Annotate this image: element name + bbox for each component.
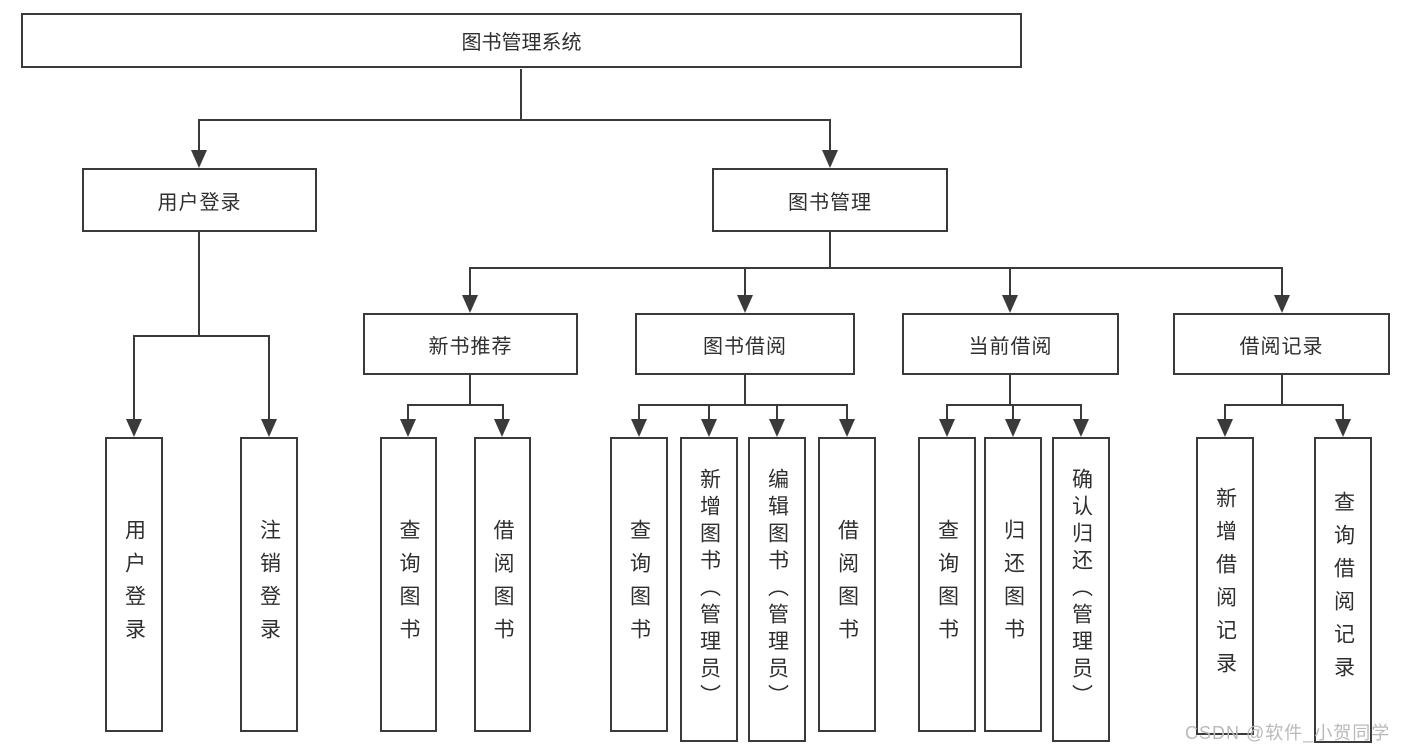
- connector-line: [1009, 375, 1011, 406]
- arrowhead-down: [737, 295, 753, 313]
- connector-line: [502, 404, 504, 421]
- arrowhead-down: [1274, 295, 1290, 313]
- arrowhead-down: [1073, 419, 1089, 437]
- leaf-borrow-books-recommend: 借阅图书: [474, 437, 531, 732]
- node-borrowing-records: 借阅记录: [1173, 313, 1390, 375]
- leaf-confirm-return-admin: 确认归还（管理员）: [1052, 437, 1110, 742]
- leaf-add-book-admin: 新增图书（管理员）: [680, 437, 738, 742]
- arrowhead-down: [126, 419, 142, 437]
- connector-line: [198, 232, 200, 337]
- node-label: 用户登录: [157, 191, 242, 214]
- connector-line: [638, 404, 640, 421]
- arrowhead-down: [839, 419, 855, 437]
- node-label: 确认归还（管理员）: [1069, 468, 1093, 711]
- arrowhead-down: [494, 419, 510, 437]
- connector-line: [407, 404, 409, 421]
- arrowhead-down: [1335, 419, 1351, 437]
- leaf-query-books-recommend: 查询图书: [380, 437, 437, 732]
- node-label: 图书管理系统: [461, 32, 582, 54]
- leaf-return-books: 归还图书: [984, 437, 1042, 732]
- leaf-query-borrow-record: 查询借阅记录: [1314, 437, 1372, 743]
- connector-line: [198, 119, 200, 152]
- connector-line: [1281, 375, 1283, 406]
- node-label: 新书推荐: [428, 335, 513, 358]
- connector-line: [133, 335, 135, 420]
- connector-line: [638, 404, 848, 406]
- connector-line: [469, 375, 471, 406]
- node-label: 查询图书: [935, 518, 959, 651]
- arrowhead-down: [1002, 295, 1018, 313]
- connector-line: [268, 335, 270, 420]
- arrowhead-down: [939, 419, 955, 437]
- arrowhead-down: [191, 150, 207, 168]
- node-label: 借阅图书: [491, 518, 514, 651]
- connector-line: [946, 404, 1082, 406]
- connector-line: [469, 267, 471, 297]
- connector-line: [1009, 267, 1011, 297]
- node-new-book-recommendation: 新书推荐: [363, 313, 578, 375]
- leaf-edit-book-admin: 编辑图书（管理员）: [748, 437, 806, 742]
- node-label: 图书借阅: [703, 335, 787, 358]
- arrowhead-down: [1005, 419, 1021, 437]
- connector-line: [1224, 404, 1226, 421]
- connector-line: [776, 404, 778, 421]
- connector-line: [1281, 267, 1283, 297]
- arrowhead-down: [1217, 419, 1233, 437]
- connector-line: [744, 267, 746, 297]
- node-label: 新增借阅记录: [1213, 487, 1237, 685]
- connector-line: [708, 404, 710, 421]
- connector-line: [829, 119, 831, 152]
- node-label: 注销登录: [257, 518, 281, 651]
- connector-line: [1012, 404, 1014, 421]
- arrowhead-down: [261, 419, 277, 437]
- arrowhead-down: [769, 419, 785, 437]
- connector-line: [1080, 404, 1082, 421]
- connector-line: [469, 267, 1283, 269]
- node-book-borrowing: 图书借阅: [635, 313, 855, 375]
- connector-line: [407, 404, 504, 406]
- node-library-management-system: 图书管理系统: [21, 13, 1022, 68]
- node-current-borrowing: 当前借阅: [902, 313, 1119, 375]
- connector-line: [1224, 404, 1344, 406]
- node-label: 归还图书: [1001, 518, 1025, 651]
- node-label: 查询借阅记录: [1331, 491, 1355, 689]
- node-book-management-module: 图书管理: [712, 168, 948, 232]
- leaf-logout: 注销登录: [240, 437, 298, 732]
- arrowhead-down: [822, 150, 838, 168]
- connector-line: [946, 404, 948, 421]
- arrowhead-down: [462, 295, 478, 313]
- leaf-query-books-borrowing: 查询图书: [610, 437, 668, 732]
- node-label: 查询图书: [627, 518, 651, 651]
- connector-line: [133, 335, 270, 337]
- node-label: 用户登录: [122, 518, 146, 651]
- connector-line: [744, 375, 746, 406]
- node-label: 借阅图书: [835, 518, 859, 651]
- arrowhead-down: [701, 419, 717, 437]
- csdn-watermark: CSDN @软件_小贺同学: [1185, 723, 1391, 743]
- connector-line: [1342, 404, 1344, 421]
- node-label: 新增图书（管理员）: [697, 468, 721, 711]
- connector-line: [829, 232, 831, 269]
- connector-line: [520, 69, 522, 121]
- node-label: 借阅记录: [1239, 335, 1324, 358]
- leaf-user-login: 用户登录: [105, 437, 163, 732]
- node-label: 查询图书: [397, 518, 420, 651]
- leaf-borrow-books: 借阅图书: [818, 437, 876, 732]
- arrowhead-down: [631, 419, 647, 437]
- leaf-query-books-current: 查询图书: [918, 437, 976, 732]
- connector-line: [198, 119, 831, 121]
- connector-line: [846, 404, 848, 421]
- leaf-add-borrow-record: 新增借阅记录: [1196, 437, 1254, 735]
- node-label: 图书管理: [788, 191, 872, 214]
- node-user-login-module: 用户登录: [82, 168, 317, 232]
- node-label: 当前借阅: [968, 335, 1053, 358]
- node-label: 编辑图书（管理员）: [765, 468, 789, 711]
- arrowhead-down: [400, 419, 416, 437]
